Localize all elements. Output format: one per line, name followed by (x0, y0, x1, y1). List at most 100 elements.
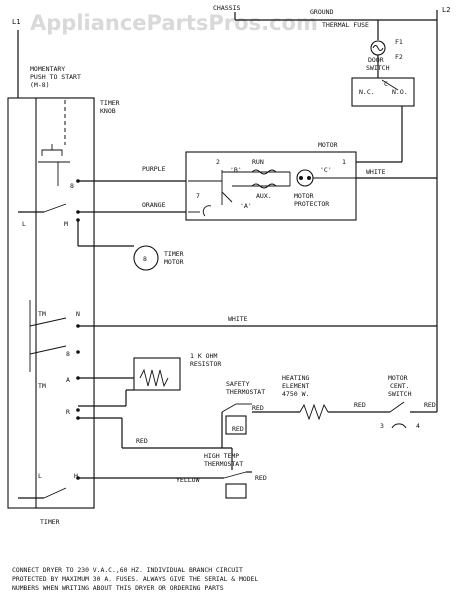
label-white-top: WHITE (366, 168, 386, 176)
fuse-symbol (372, 45, 384, 51)
label-door-1: DOOR (368, 56, 384, 64)
protector-contact-1 (299, 176, 303, 180)
label-red-3: RED (252, 404, 264, 412)
label-no: N.O. (392, 88, 408, 96)
label-f1: F1 (395, 38, 403, 46)
label-timer-motor-1: TIMER (164, 250, 184, 258)
safety-body (225, 415, 247, 435)
label-protector-1: MOTOR (294, 192, 314, 200)
label-chassis: CHASSIS (213, 4, 240, 12)
label-ground: GROUND (310, 8, 334, 16)
label-term-a: 'A' (240, 202, 252, 210)
label-motor: MOTOR (318, 141, 338, 149)
label-heating-3: 4750 W. (282, 390, 309, 398)
label-t-l2: L (38, 472, 42, 480)
label-t-tm1: TM (38, 310, 46, 318)
motor-start-arrow (202, 205, 212, 217)
label-resistor-1: 1 K OHM (190, 352, 217, 360)
label-resistor-2: RESISTOR (190, 360, 221, 368)
label-f2: F2 (395, 53, 403, 61)
label-red-2: RED (232, 425, 244, 433)
switch-l-m (43, 203, 67, 213)
label-aux: AUX. (256, 192, 272, 200)
resistor (133, 357, 181, 391)
label-purple: PURPLE (142, 165, 166, 173)
protector-contact-2 (307, 176, 311, 180)
label-t-a: A (66, 376, 70, 384)
label-term-b: 'B' (230, 166, 242, 174)
label-high-temp-2: THERMOSTAT (204, 460, 243, 468)
label-num-4: 4 (416, 422, 420, 430)
label-t-8: 8 (66, 350, 70, 358)
label-l2: L2 (442, 6, 450, 14)
label-timer-motor-2: MOTOR (164, 258, 184, 266)
label-term-c: 'C' (320, 166, 332, 174)
door-switch-blade (381, 79, 399, 91)
label-cent-2: CENT. (390, 382, 410, 390)
label-timer-knob-2: KNOB (100, 107, 116, 115)
label-momentary-1: MOMENTARY (30, 65, 65, 73)
label-term-2: 2 (216, 158, 220, 166)
label-c: C (384, 80, 388, 88)
run-winding (251, 169, 277, 175)
label-num-3: 3 (380, 422, 384, 430)
label-l1: L1 (12, 18, 20, 26)
high-temp-blade (223, 471, 247, 479)
timer-motor-symbol: 8 (143, 255, 147, 263)
terminal-h (76, 476, 80, 480)
label-term-7: 7 (196, 192, 200, 200)
label-safety-2: THERMOSTAT (226, 388, 265, 396)
aux-winding (251, 183, 277, 189)
label-t-m: M (64, 220, 68, 228)
label-orange: ORANGE (142, 201, 166, 209)
label-red-1: RED (136, 437, 148, 445)
label-momentary-3: (M-8) (30, 81, 50, 89)
note-line-3: NUMBERS WHEN WRITING ABOUT THIS DRYER OR… (12, 584, 224, 592)
note-line-1: CONNECT DRYER TO 230 V.A.C.,60 HZ. INDIV… (12, 566, 243, 574)
label-timer: TIMER (40, 518, 60, 526)
label-t-h: H (74, 472, 78, 480)
label-white-mid: WHITE (228, 315, 248, 323)
motor-switch-blade (221, 191, 233, 203)
label-thermal-fuse: THERMAL FUSE (322, 21, 369, 29)
timer-motor (133, 245, 159, 271)
label-cent-1: MOTOR (388, 374, 408, 382)
label-yellow: YELLOW (176, 476, 200, 484)
label-safety-1: SAFETY (226, 380, 250, 388)
high-temp-body (225, 483, 247, 499)
label-run: RUN (252, 158, 264, 166)
label-cent-3: SWITCH (388, 390, 412, 398)
label-door-2: SWITCH (366, 64, 390, 72)
cent-switch-arrow (391, 423, 407, 429)
label-red-4: RED (354, 401, 366, 409)
label-t-r: R (66, 408, 70, 416)
label-t8-top: 8 (70, 182, 74, 190)
label-heating-2: ELEMENT (282, 382, 309, 390)
label-timer-knob-1: TIMER (100, 99, 120, 107)
safety-blade (221, 403, 237, 413)
cent-switch-blade (389, 401, 405, 413)
label-t-tm2: TM (38, 382, 46, 390)
label-momentary-2: PUSH TO START (30, 73, 81, 81)
note-line-2: PROTECTED BY MAXIMUM 30 A. FUSES. ALWAYS… (12, 575, 258, 583)
label-red-5: RED (424, 401, 436, 409)
watermark: AppliancePartsPros.com (30, 11, 318, 35)
terminal-8 (76, 350, 80, 354)
switch-tm-n (29, 317, 67, 327)
heating-element (299, 403, 329, 421)
label-red-6: RED (255, 474, 267, 482)
label-high-temp-1: HIGH TEMP (204, 452, 239, 460)
timer-inner (35, 97, 95, 509)
switch-l-h (43, 487, 67, 499)
label-t-l: L (22, 220, 26, 228)
label-nc: N.C. (359, 88, 375, 96)
switch-tm-8 (29, 345, 67, 355)
resistor-symbol (139, 368, 169, 388)
terminal-r (76, 408, 80, 412)
label-t-n: N (76, 310, 80, 318)
label-protector-2: PROTECTOR (294, 200, 329, 208)
label-heating-1: HEATING (282, 374, 309, 382)
label-term-1: 1 (342, 158, 346, 166)
door-switch-box (351, 77, 415, 107)
